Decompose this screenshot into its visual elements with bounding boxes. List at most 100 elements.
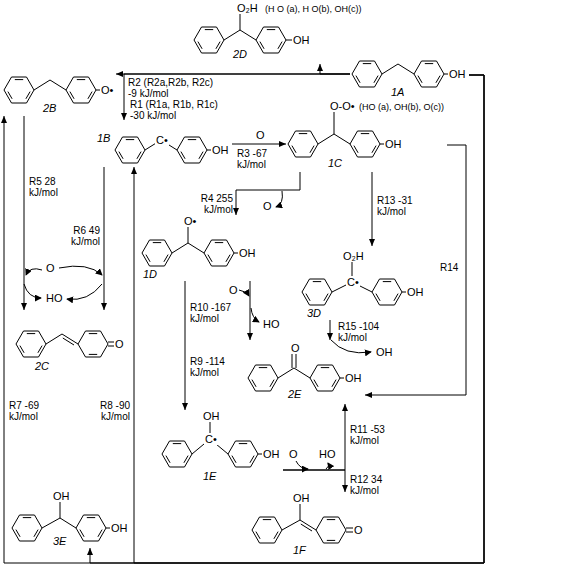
bond-lines: [16, 331, 115, 357]
byproduct-arc: [67, 284, 102, 299]
structure-drawing: [160, 410, 283, 484]
atom-label: OH: [110, 522, 129, 534]
bond-lines: [352, 61, 450, 87]
atom-label: OH: [344, 372, 363, 384]
arrow-line: [283, 404, 345, 470]
arrow-line: [185, 281, 186, 410]
byproduct-arc: [326, 463, 329, 469]
byproduct-arc: [276, 191, 282, 207]
reagent-arc: [296, 461, 308, 469]
reaction-label: R6 49 kJ/mol: [50, 225, 100, 247]
bond-lines: [4, 77, 102, 103]
species-label: HO: [262, 318, 281, 330]
atom-label: OH: [384, 138, 403, 150]
reaction-label: R1 (R1a, R1b, R1c) -30 kJ/mol: [130, 99, 226, 121]
arrow-head: [317, 64, 323, 71]
molecule: O₂H(H O (a), H O(b), OH(c))OH2D: [186, 0, 365, 64]
atom-label: C•: [155, 134, 169, 146]
reaction-label: R9 -114 kJ/mol: [190, 356, 245, 378]
atom-label: C•: [204, 433, 218, 445]
compound-id: 1D: [142, 268, 158, 280]
arrow-head: [21, 303, 27, 310]
compound-id: 2E: [287, 388, 302, 400]
arrow-head: [342, 485, 348, 492]
atom-label: O: [114, 338, 125, 350]
reaction-label: R7 -69 kJ/mol: [9, 400, 59, 422]
compound-id: 1E: [202, 470, 217, 482]
atom-label: O•: [100, 84, 114, 96]
reagent-arc: [59, 266, 102, 275]
reaction-arrow: [283, 404, 348, 470]
molecule: O-O•(HO (a), OH(b), O(c))OH1C: [286, 100, 447, 172]
arrow-line: [283, 470, 345, 492]
compound-id: 3E: [52, 535, 67, 547]
reaction-label: R5 28 kJ/mol: [29, 176, 79, 198]
reaction-arrow: [369, 172, 375, 246]
reaction-label: R2 (R2a,R2b, R2c) -9 kJ/mol: [128, 77, 220, 99]
arrow-head: [247, 333, 253, 340]
arrow-line: [232, 144, 286, 145]
arrow-head: [87, 548, 93, 555]
molecule: OH OH 3E: [10, 490, 131, 548]
arrow-line: [134, 75, 484, 563]
molecule: OHO1F: [250, 492, 366, 560]
reagent-arc: [239, 290, 249, 296]
reaction-label: R11 -53 kJ/mol: [350, 424, 408, 446]
arrow-head: [116, 71, 123, 77]
atom-label: OH: [238, 247, 257, 259]
reaction-arrow: [365, 145, 466, 398]
reaction-arrow: [131, 75, 484, 563]
variant-note: (HO (a), OH(b), O(c)): [358, 102, 445, 113]
reaction-arrow: [1, 75, 484, 563]
atom-label: O₂H: [236, 2, 259, 14]
reaction-label: R12 34 kJ/mol: [350, 474, 408, 496]
molecule: O• 2B: [2, 60, 116, 116]
atom-label: OH: [52, 490, 71, 502]
compound-id: 2C: [34, 360, 50, 372]
species-label: O: [255, 129, 266, 141]
arrow-head: [327, 333, 333, 340]
compound-id: 1C: [327, 157, 343, 169]
atom-label: O: [353, 524, 364, 536]
arrow-head: [182, 403, 188, 410]
atom-label: OH: [211, 144, 230, 156]
bond-lines: [142, 227, 240, 266]
molecule: O 2C: [14, 310, 127, 374]
species-label: HO: [318, 448, 337, 460]
reaction-arrow: [233, 172, 300, 215]
molecule: OH1A: [350, 50, 469, 100]
byproduct-arc: [24, 284, 41, 298]
molecule: C•OH1B: [96, 120, 232, 167]
reaction-arrow: [87, 75, 484, 563]
atom-label: OH: [202, 410, 221, 422]
structure-drawing: [2, 60, 116, 116]
compound-id: 1F: [292, 544, 307, 556]
arrow-line: [104, 167, 105, 310]
species-label: O: [45, 262, 56, 274]
reaction-arrow: [182, 281, 188, 410]
species-label: O: [228, 284, 239, 296]
variant-note: (H O (a), H O(b), OH(c)): [264, 4, 363, 15]
bond-lines: [302, 262, 408, 305]
arrow-line: [250, 281, 251, 340]
arrow-line: [236, 172, 300, 215]
structure-drawing: [10, 490, 131, 548]
bond-lines: [288, 110, 386, 157]
reaction-label: R8 -90 kJ/mol: [80, 400, 130, 422]
reaction-arrow: [327, 320, 333, 340]
reaction-arrow: [232, 141, 286, 147]
atom-label: C•: [346, 276, 360, 288]
reaction-arrow: [283, 470, 348, 492]
reaction-arrow: [21, 116, 27, 310]
byproduct-arc: [251, 308, 259, 322]
atom-label: O•: [183, 215, 197, 227]
molecule: O₂HC•OH3D: [300, 246, 427, 320]
arrow-head: [121, 113, 127, 120]
molecule: OOH2E: [246, 340, 365, 404]
bond-lines: [162, 420, 264, 467]
species-label: OH: [375, 346, 394, 358]
compound-id: 2B: [42, 102, 57, 114]
